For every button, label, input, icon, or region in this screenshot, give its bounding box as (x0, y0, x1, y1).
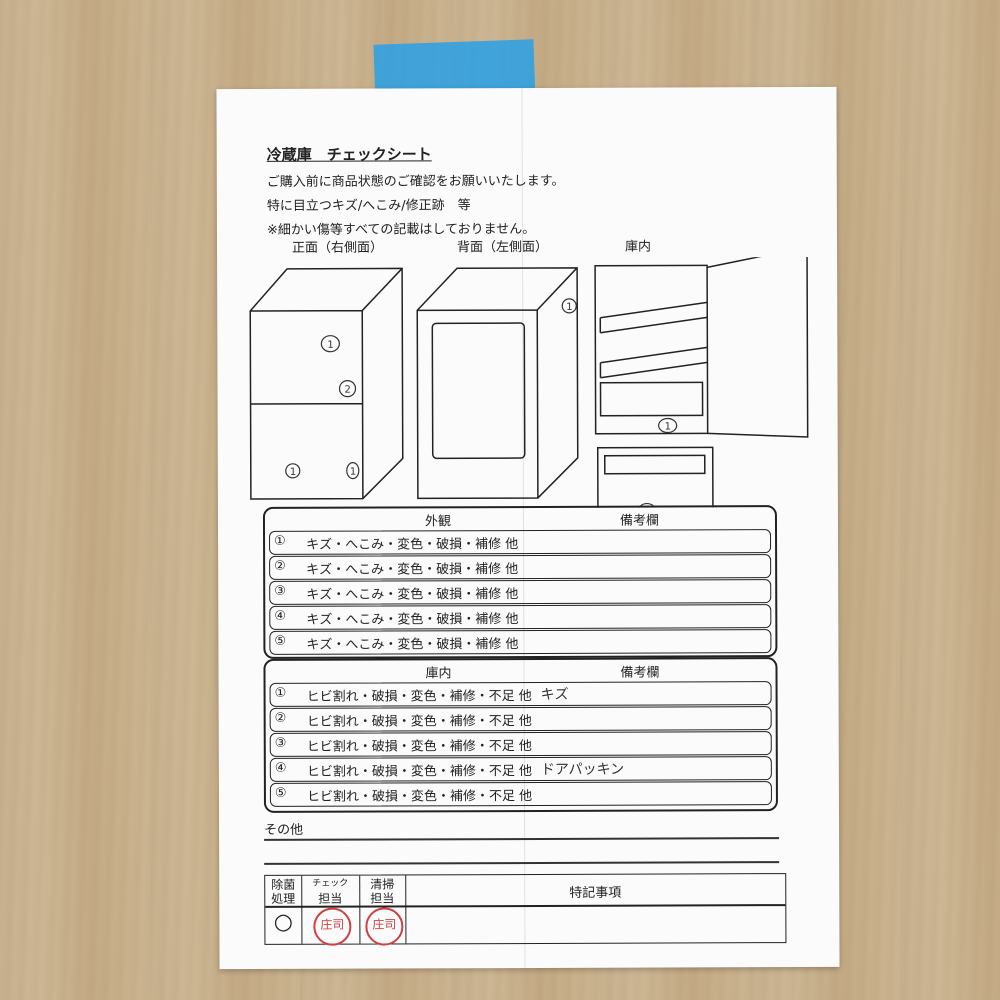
front-mark-3: 1 (290, 467, 296, 478)
handwritten-note: キズ (540, 686, 569, 703)
interior-row-3: ③ ヒビ割れ・破損・変色・補修・不足 他 (269, 731, 772, 757)
exterior-row-4: ④ キズ・へこみ・変色・破損・補修 他 (269, 604, 772, 630)
interior-section: 庫内 備考欄 ① ヒビ割れ・破損・変色・補修・不足 他 キズ ② ヒビ割れ・破損… (263, 657, 778, 813)
exterior-remarks-heading: 備考欄 (619, 513, 660, 529)
interior-row-5: ⑤ ヒビ割れ・破損・変色・補修・不足 他 (269, 781, 772, 807)
row-number: ⑤ (274, 785, 287, 801)
fridge-diagrams: 1 2 1 1 1 1 1 (249, 256, 809, 509)
row-number: ② (274, 710, 287, 726)
front-mark-4: 1 (350, 467, 356, 478)
interior-row-1: ① ヒビ割れ・破損・変色・補修・不足 他 キズ (269, 681, 772, 707)
staff-table: 除菌 処理 チェック 担当 清掃 担当 特記事項 ○ 庄司 庄司 (264, 873, 787, 946)
note-line-2: 特に目立つキズ/へこみ/修正跡 等 (266, 198, 471, 214)
interior-row-4: ④ ヒビ割れ・破損・変色・補修・不足 他 ドアパッキン (269, 756, 772, 782)
inside-fridge-door (706, 256, 809, 438)
front-fridge-outline (249, 267, 404, 500)
clean-label: 担当 (370, 891, 395, 906)
row-options: ヒビ割れ・破損・変色・補修・不足 他 (306, 688, 532, 705)
freezer (596, 446, 714, 509)
back-mark-1: 1 (566, 302, 572, 313)
row-number: ① (274, 685, 287, 701)
back-panel (431, 322, 526, 460)
front-mark-1: 1 (327, 340, 333, 351)
shelf-1 (599, 301, 708, 334)
exterior-row-1: ① キズ・へこみ・変色・破損・補修 他 (269, 529, 772, 555)
exterior-row-5: ⑤ キズ・へこみ・変色・破損・補修 他 (269, 629, 772, 655)
row-number: ④ (274, 608, 286, 624)
front-mark-2: 2 (344, 385, 350, 396)
handwritten-note: ドアパッキン (540, 761, 625, 778)
special-notes-heading: 特記事項 (569, 885, 622, 901)
row-options: キズ・へこみ・変色・破損・補修 他 (306, 612, 519, 628)
exterior-section: 外観 備考欄 ① キズ・へこみ・変色・破損・補修 他 ② キズ・へこみ・変色・破… (262, 505, 778, 659)
inside-mark-2: 1 (644, 506, 650, 509)
row-options: ヒビ割れ・破損・変色・補修・不足 他 (306, 738, 532, 755)
back-fridge-edges (417, 267, 578, 498)
other-line-1 (264, 837, 780, 841)
other-line-2 (264, 861, 780, 865)
check-stamp: 庄司 (313, 907, 352, 946)
shelf-2 (599, 346, 708, 379)
drawer (599, 381, 704, 417)
interior-row-2: ② ヒビ割れ・破損・変色・補修・不足 他 (269, 706, 772, 732)
back-view-label: 背面（左側面） (456, 239, 549, 256)
front-fridge-edges (250, 267, 403, 499)
row-options: キズ・へこみ・変色・破損・補修 他 (306, 587, 519, 603)
inside-view-label: 庫内 (624, 239, 652, 255)
exterior-heading: 外観 (424, 514, 452, 530)
check-small-label: チェック (312, 878, 349, 889)
row-number: ① (274, 533, 286, 549)
freezer-drawer (603, 454, 706, 475)
sterilize-mark: ○ (273, 909, 294, 935)
check-label: 担当 (318, 891, 343, 906)
row-options: ヒビ割れ・破損・変色・補修・不足 他 (306, 763, 533, 780)
row-options: キズ・へこみ・変色・破損・補修 他 (306, 537, 519, 553)
other-label: その他 (264, 822, 304, 838)
row-number: ⑤ (274, 633, 287, 649)
back-fridge-outline (416, 267, 579, 500)
row-options: ヒビ割れ・破損・変色・補修・不足 他 (306, 788, 533, 805)
row-options: キズ・へこみ・変色・破損・補修 他 (306, 562, 519, 578)
inside-fridge-body (594, 264, 709, 435)
row-number: ③ (274, 735, 287, 751)
row-options: ヒビ割れ・破損・変色・補修・不足 他 (306, 713, 532, 730)
interior-remarks-heading: 備考欄 (620, 665, 660, 681)
sterilize-label: 除菌 処理 (271, 877, 296, 906)
row-options: キズ・へこみ・変色・破損・補修 他 (306, 637, 519, 653)
check-sheet: 冷蔵庫 チェックシート ご購入前に商品状態のご確認をお願いいたします。 特に目立… (216, 86, 840, 970)
row-number: ④ (274, 760, 287, 776)
note-line-3: ※細かい傷等すべての記載はしておりません。 (266, 221, 536, 238)
exterior-row-3: ③ キズ・へこみ・変色・破損・補修 他 (269, 579, 772, 605)
row-number: ② (274, 558, 286, 574)
row-number: ③ (274, 583, 286, 599)
exterior-row-2: ② キズ・へこみ・変色・破損・補修 他 (269, 554, 772, 580)
inside-mark-1: 1 (665, 422, 671, 433)
front-view-label: 正面（右側面） (291, 240, 384, 256)
interior-heading: 庫内 (425, 666, 452, 682)
clean-stamp: 庄司 (365, 907, 404, 946)
note-line-1: ご購入前に商品状態のご確認をお願いいたします。 (266, 173, 565, 190)
page-title: 冷蔵庫 チェックシート (266, 145, 432, 164)
